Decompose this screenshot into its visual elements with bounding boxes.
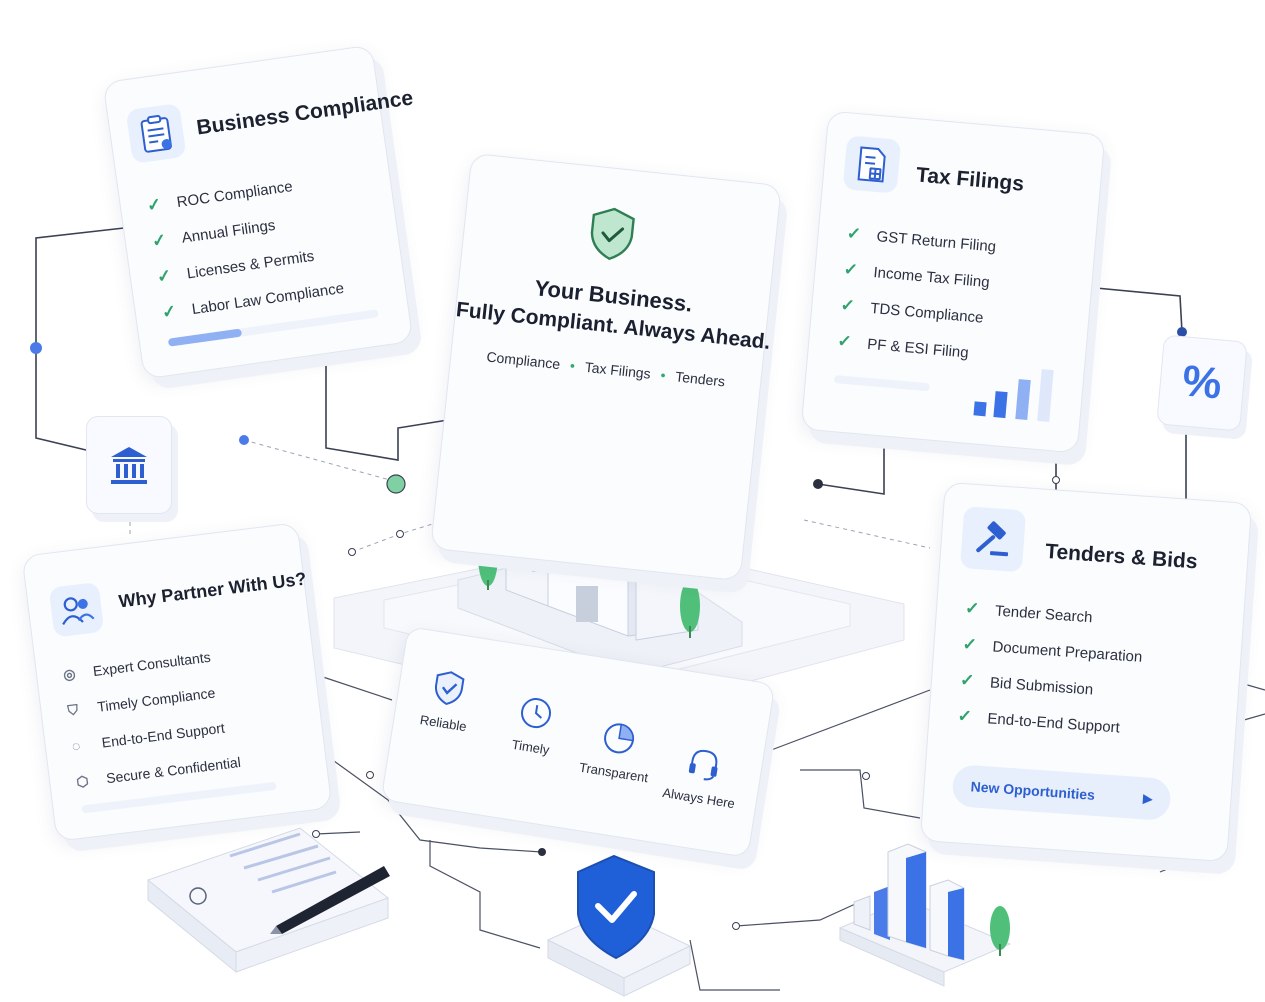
expert-icon: ◎ (62, 664, 77, 683)
list-item-label: Document Preparation (991, 637, 1143, 666)
support-icon: ◌ (71, 737, 82, 755)
clipboard-icon (125, 102, 187, 164)
list-item-label: Tender Search (994, 602, 1093, 626)
compliance-progress-fill (167, 328, 243, 347)
list-item-label: GST Return Filing (875, 227, 997, 256)
value-label: Timely (510, 736, 551, 758)
value-label: Reliable (418, 712, 468, 735)
check-icon: ✓ (956, 706, 973, 727)
check-icon: ✓ (846, 223, 862, 244)
headset-icon (688, 749, 718, 781)
value-label: Always Here (661, 784, 736, 812)
people-icon (48, 581, 105, 638)
play-arrow-icon: ▶ (1142, 791, 1153, 806)
list-item-label: Bid Submission (989, 673, 1094, 699)
check-icon: ✓ (964, 598, 981, 619)
list-item-label: PF & ESI Filing (866, 335, 970, 362)
check-icon: ✓ (160, 301, 178, 323)
business-compliance-card[interactable]: Business Compliance ✓ROC Compliance ✓Ann… (102, 44, 415, 380)
business-compliance-title: Business Compliance (195, 86, 415, 140)
value-timely: Timely (485, 689, 583, 761)
check-icon: ✓ (150, 230, 168, 251)
tax-filings-card[interactable]: Tax Filings ✓ GST Return Filing ✓ Income T… (800, 110, 1106, 454)
check-icon: ✓ (145, 194, 163, 216)
clock-icon (521, 698, 552, 729)
tax-progress-track (833, 375, 931, 392)
list-item-label: Expert Consultants (92, 648, 212, 680)
business-compliance-list: ✓ROC Compliance ✓Annual Filings ✓License… (145, 163, 347, 331)
security-shield-illustration (546, 854, 692, 997)
mini-bar-chart-icon (973, 369, 1054, 422)
bank-badge (86, 416, 172, 514)
tax-filings-list: ✓ GST Return Filing ✓ Income Tax Filing ✓ T… (836, 216, 998, 373)
check-icon: ✓ (842, 259, 859, 280)
why-partner-title: Why Partner With Us? (117, 568, 308, 612)
new-opportunities-button[interactable]: New Opportunities ▶ (951, 764, 1172, 822)
check-icon: ✓ (155, 265, 173, 287)
list-item-label: Secure & Confidential (105, 753, 242, 787)
gavel-icon (959, 506, 1027, 573)
check-icon: ✓ (839, 295, 856, 316)
check-icon: ✓ (962, 634, 978, 655)
hero-card: Your Business. Fully Compliant. Always A… (430, 152, 782, 582)
growth-chart-illustration (838, 843, 1012, 987)
why-partner-list: ◎ Expert Consultants ⛉ Timely Compliance ◌… (61, 637, 243, 800)
shield-icon (434, 671, 465, 706)
lock-shield-icon: ⬡ (75, 772, 90, 790)
list-item-label: Income Tax Filing (872, 263, 991, 291)
why-partner-card[interactable]: Why Partner With Us? ◎ Expert Consultants… (21, 522, 333, 842)
tag-tenders: Tenders (674, 368, 726, 390)
tenders-bids-list: ✓ Tender Search ✓ Document Preparation ✓ Bi… (956, 590, 1146, 746)
document-pen-illustration (146, 827, 390, 974)
value-label: Transparent (578, 759, 650, 786)
shield-check-icon (590, 207, 635, 261)
tag-tax-filings: Tax Filings (584, 358, 652, 382)
values-strip: Reliable Timely Transparent Always Here (380, 625, 776, 859)
percent-badge: % (1156, 334, 1248, 432)
list-item-label: Annual Filings (180, 216, 277, 247)
list-item-label: Timely Compliance (96, 684, 217, 715)
value-transparent: Transparent (568, 715, 666, 787)
shield-check-icon: ⛉ (66, 700, 79, 718)
tax-filings-title: Tax Filings (915, 163, 1025, 196)
value-always-here: Always Here (653, 740, 751, 812)
calculator-document-icon (842, 135, 902, 194)
percent-icon: % (1180, 356, 1224, 409)
list-item-label: End-to-End Support (986, 709, 1121, 736)
tag-compliance: Compliance (485, 348, 561, 373)
list-item-label: End-to-End Support (100, 719, 226, 751)
new-opportunities-label: New Opportunities (970, 778, 1096, 803)
bank-icon (111, 447, 147, 484)
list-item-label: TDS Compliance (869, 299, 985, 327)
pie-chart-icon (604, 723, 635, 754)
check-icon: ✓ (959, 670, 976, 691)
check-icon: ✓ (836, 331, 853, 352)
value-reliable: Reliable (398, 663, 496, 737)
tenders-bids-card[interactable]: Tenders & Bids ✓ Tender Search ✓ Document … (919, 481, 1253, 863)
tenders-bids-title: Tenders & Bids (1044, 539, 1199, 574)
